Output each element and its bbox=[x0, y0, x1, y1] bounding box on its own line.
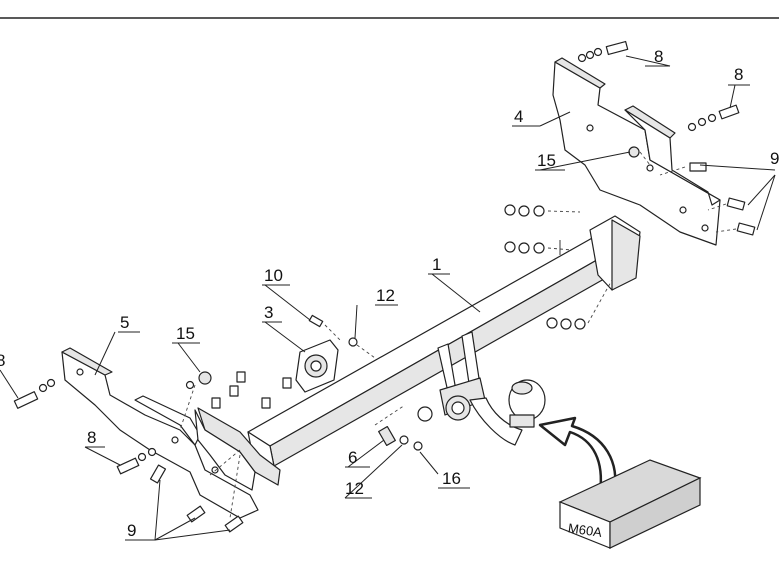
callout-8-top: 8 bbox=[654, 47, 663, 66]
callout-12-bottom: 12 bbox=[345, 479, 364, 498]
assembly-lines bbox=[179, 151, 737, 519]
callout-16: 16 bbox=[442, 469, 461, 488]
callout-1: 1 bbox=[432, 255, 441, 274]
crossbar bbox=[247, 215, 641, 467]
socket-plate bbox=[295, 339, 339, 393]
callout-3: 3 bbox=[264, 303, 273, 322]
callout-8-far-left: 8 bbox=[0, 351, 5, 370]
direction-arrow bbox=[538, 416, 617, 496]
hardware bbox=[13, 40, 756, 533]
callout-leaders bbox=[0, 55, 776, 541]
m60a-box: M60A bbox=[558, 459, 702, 549]
callout-8-bottom-left: 8 bbox=[87, 428, 96, 447]
callout-5: 5 bbox=[120, 313, 129, 332]
callout-9-bottom-left: 9 bbox=[127, 521, 136, 540]
callout-4: 4 bbox=[514, 107, 523, 126]
left-bracket bbox=[61, 347, 281, 519]
callout-12-top: 12 bbox=[376, 286, 395, 305]
callout-8-right: 8 bbox=[734, 65, 743, 84]
callout-15-right: 15 bbox=[537, 151, 556, 170]
m60a-label: M60A bbox=[567, 520, 603, 540]
callout-9-right: 9 bbox=[770, 149, 779, 168]
callout-15-left: 15 bbox=[176, 324, 195, 343]
callout-6: 6 bbox=[348, 448, 357, 467]
tow-ball-assembly bbox=[417, 331, 546, 446]
callout-10: 10 bbox=[264, 266, 283, 285]
